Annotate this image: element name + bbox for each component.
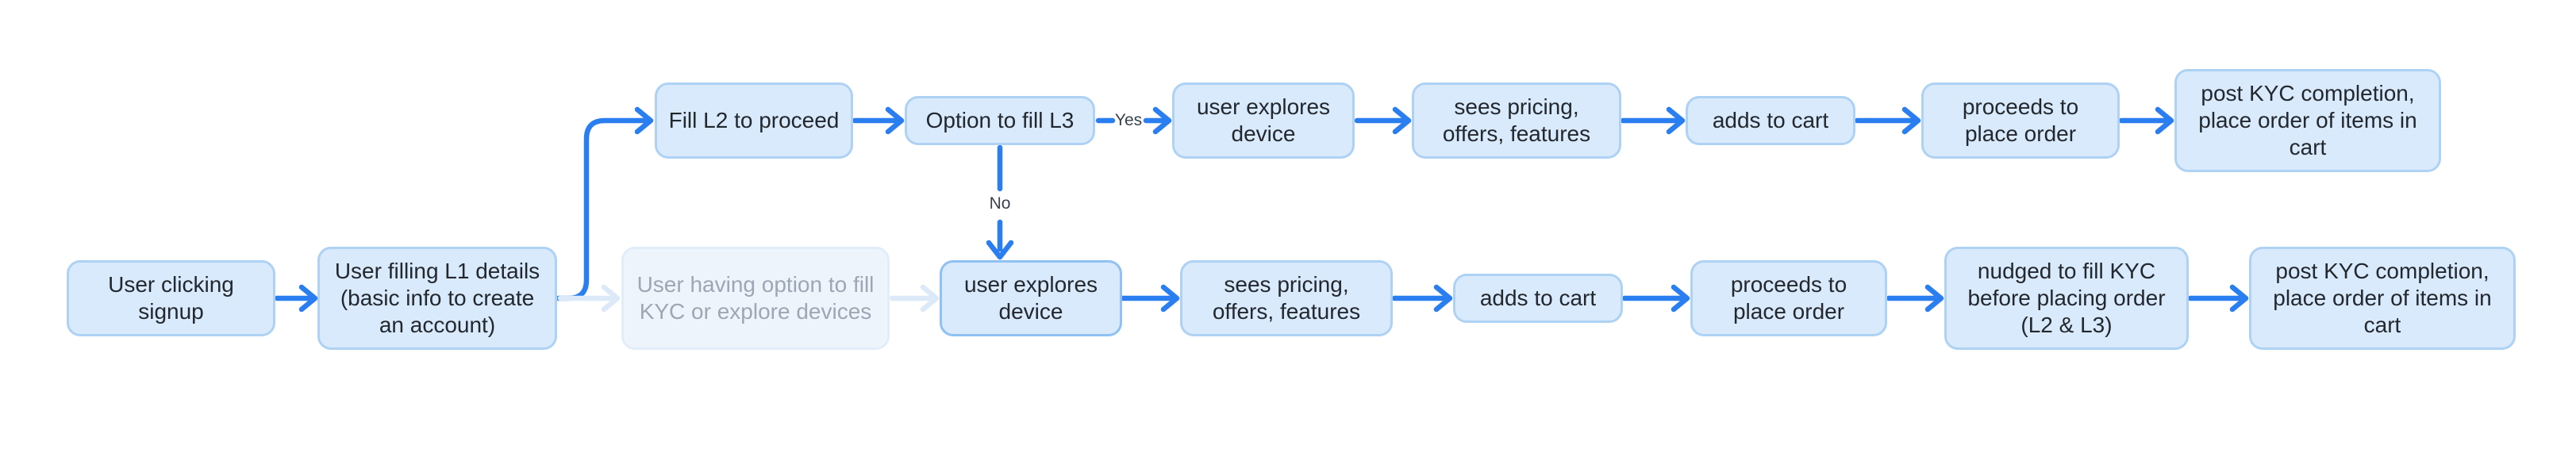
node-option-fill-l3[interactable]: Option to fill L3 [905,96,1095,145]
edge-explore-bottom-to-pricing-bottom [1119,284,1180,313]
edge-order-top-to-postkyc-top [2118,106,2174,135]
edge-cart-bottom-to-order-bottom [1621,284,1690,313]
node-post-kyc-completion-bottom[interactable]: post KYC completion, place order of item… [2249,247,2516,350]
edge-cart-top-to-order-top [1854,106,1921,135]
node-user-clicking-signup[interactable]: User clicking signup [67,260,275,336]
edge-kyc-option-to-explore-bottom [889,284,940,313]
node-user-explores-device-bottom[interactable]: user explores device [940,260,1122,336]
node-user-filling-l1-details[interactable]: User filling L1 details (basic info to c… [317,247,557,350]
edge-pricing-top-to-cart-top [1620,106,1686,135]
node-sees-pricing-bottom[interactable]: sees pricing, offers, features [1180,260,1393,336]
node-fill-l2[interactable]: Fill L2 to proceed [655,83,853,159]
node-post-kyc-completion-top[interactable]: post KYC completion, place order of item… [2174,69,2441,172]
node-nudged-to-fill-kyc[interactable]: nudged to fill KYC before placing order … [1944,247,2189,350]
edge-signup-to-l1 [274,284,318,313]
node-adds-to-cart-top[interactable]: adds to cart [1686,96,1855,145]
edge-label-yes: Yes [1114,111,1143,129]
node-sees-pricing-top[interactable]: sees pricing, offers, features [1412,83,1621,159]
node-proceeds-to-place-order-bottom[interactable]: proceeds to place order [1690,260,1887,336]
edge-label-no: No [989,194,1011,213]
node-adds-to-cart-bottom[interactable]: adds to cart [1453,274,1623,323]
edge-explore-top-to-pricing-top [1354,106,1412,135]
edge-fill-l2-to-option-l3 [852,106,905,135]
edge-l1-to-kyc-option [557,284,621,313]
node-kyc-option-faded[interactable]: User having option to fill KYC or explor… [621,247,890,350]
edge-order-bottom-to-nudged [1886,284,1944,313]
node-proceeds-to-place-order-top[interactable]: proceeds to place order [1921,83,2120,159]
edge-nudged-to-postkyc-bottom [2187,284,2249,313]
edge-pricing-bottom-to-cart-bottom [1391,284,1453,313]
node-user-explores-device-top[interactable]: user explores device [1172,83,1355,159]
